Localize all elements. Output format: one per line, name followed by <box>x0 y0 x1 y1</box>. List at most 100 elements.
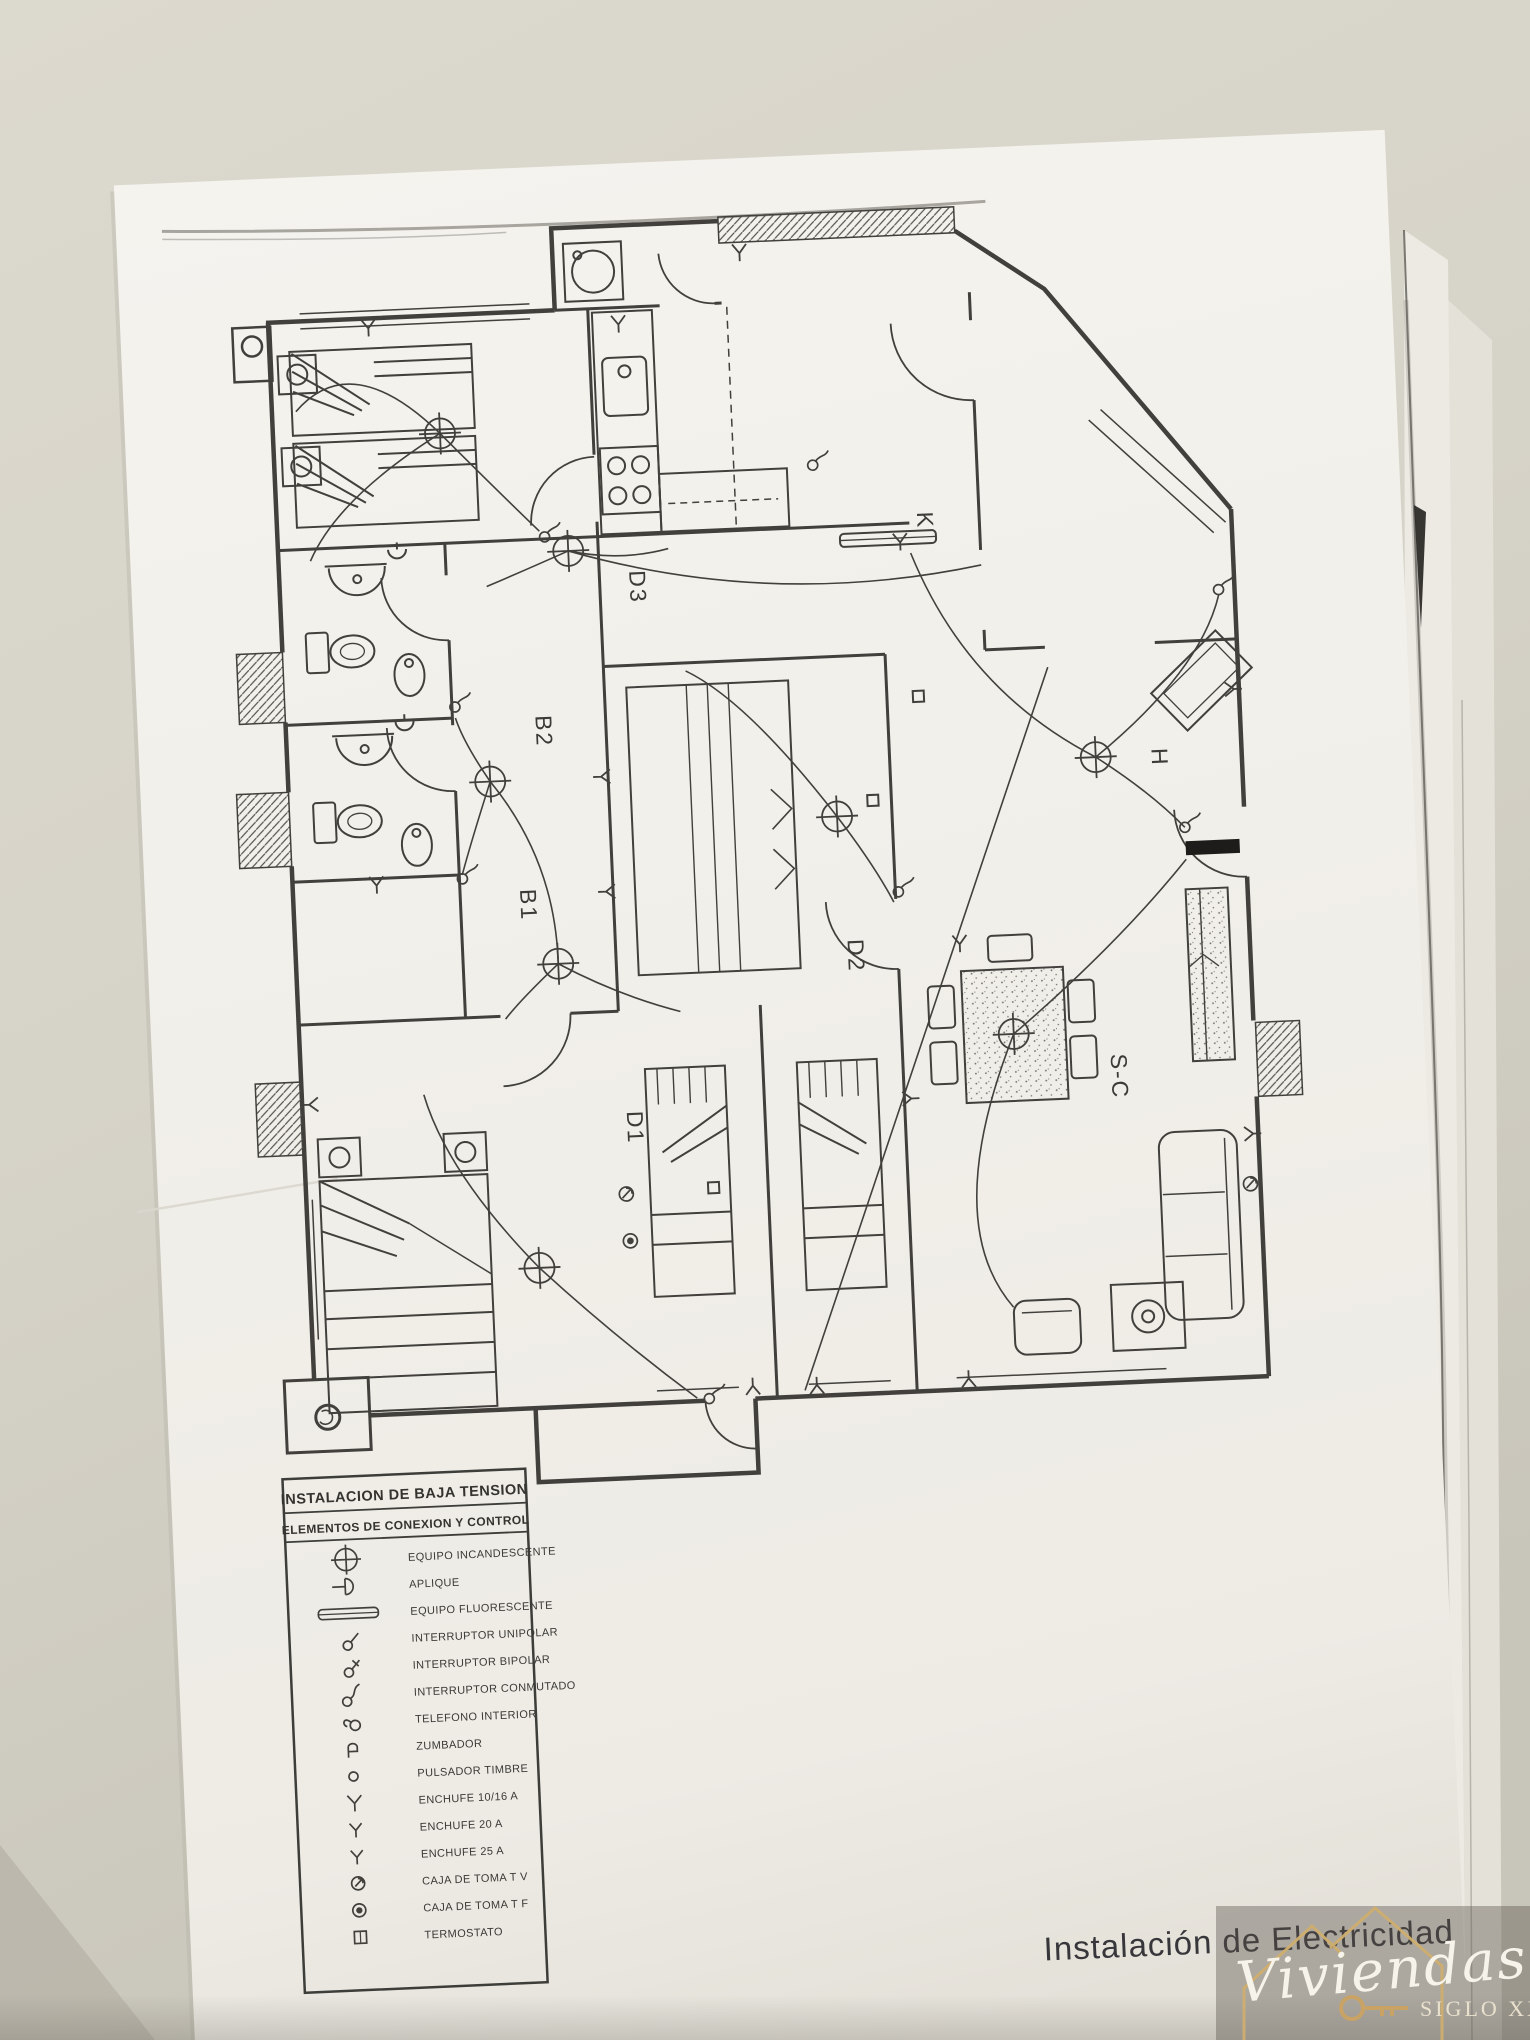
chair <box>1066 978 1097 1024</box>
sink-icon <box>601 355 650 417</box>
kitchen-furniture <box>590 306 938 548</box>
svg-text:ZUMBADOR: ZUMBADOR <box>416 1738 483 1753</box>
windows <box>299 303 1227 1392</box>
svg-text:TELEFONO INTERIOR: TELEFONO INTERIOR <box>415 1708 537 1725</box>
legend-symbol-tv-box-icon <box>350 1876 366 1891</box>
wiring-curves <box>295 383 1220 1399</box>
legend-row: APLIQUE <box>332 1577 460 1596</box>
hall-elements <box>706 628 1254 1195</box>
room-label-d1: D1 <box>622 1110 649 1145</box>
room-label-h: H <box>1146 747 1173 767</box>
svg-text:PULSADOR TIMBRE: PULSADOR TIMBRE <box>417 1763 528 1780</box>
room-label-b2: B2 <box>530 715 557 748</box>
svg-text:ENCHUFE 10/16 A: ENCHUFE 10/16 A <box>418 1790 518 1806</box>
legend-symbol-tf-box-icon <box>351 1902 367 1918</box>
thermostat-icon <box>911 689 926 704</box>
desk-shadow <box>0 1845 155 2040</box>
legend-symbol-buzzer-icon <box>347 1742 359 1758</box>
bed <box>643 1064 736 1298</box>
wall-light-icon <box>394 714 415 732</box>
legend-row: CAJA DE TOMA T F <box>351 1898 529 1918</box>
toilet-icon <box>312 801 338 845</box>
legend-symbol-doorbell-button-icon <box>348 1771 359 1782</box>
room-label-sc: S-C <box>1106 1053 1134 1100</box>
legend-row: TELEFONO INTERIOR <box>343 1708 537 1732</box>
corner-block <box>282 1375 373 1455</box>
svg-text:TERMOSTATO: TERMOSTATO <box>424 1926 503 1941</box>
sideboard <box>1184 886 1237 1063</box>
legend-symbol-thermostat-icon <box>353 1930 368 1945</box>
legend-symbol-switch-bipolar-icon <box>343 1659 361 1678</box>
fluorescent-fixture-icon <box>838 529 938 548</box>
nightstand <box>280 445 323 488</box>
tv-tf-outlets <box>618 1175 1259 1249</box>
wall-light-icon <box>387 542 407 560</box>
legend-symbol-interior-phone-icon <box>343 1719 362 1732</box>
legend-row: ENCHUFE 25 A <box>350 1845 505 1865</box>
chair <box>1069 1034 1099 1080</box>
bathroom-b1-fixtures <box>312 714 433 867</box>
watermark-key-icon <box>1339 1995 1408 2021</box>
room-label-b1: B1 <box>515 888 542 921</box>
laundry-terrace <box>561 240 625 303</box>
legend-symbol-socket-10-16-icon <box>346 1794 362 1812</box>
photocopy-mark <box>1414 505 1426 628</box>
radiator <box>254 1081 306 1158</box>
dining-table <box>959 965 1070 1105</box>
svg-text:CAJA DE TOMA T F: CAJA DE TOMA T F <box>423 1898 529 1915</box>
washbasin-icon <box>324 562 387 597</box>
svg-text:CAJA DE TOMA T V: CAJA DE TOMA T V <box>422 1871 529 1888</box>
legend-symbol-socket-25-icon <box>350 1849 364 1865</box>
radiator <box>235 651 287 726</box>
legend-symbol-incandescent-icon <box>330 1544 362 1575</box>
underlying-sheets <box>1403 229 1502 2040</box>
legend-symbol-socket-20-icon <box>348 1822 363 1838</box>
nightstand <box>316 1136 363 1179</box>
legend-row: TERMOSTATO <box>353 1926 503 1945</box>
room-label-d2: D2 <box>842 939 869 974</box>
tf-outlet-icon <box>622 1233 639 1249</box>
washbasin-icon <box>332 732 395 766</box>
bottom-shadow <box>0 1995 1530 2040</box>
nightstand <box>442 1131 489 1173</box>
svg-text:APLIQUE: APLIQUE <box>409 1577 460 1591</box>
bidet-icon <box>400 822 433 867</box>
radiator <box>1254 1019 1304 1098</box>
toilet-icon <box>304 631 331 675</box>
thermostat-icon <box>706 1180 721 1195</box>
legend-row: ENCHUFE 20 A <box>348 1818 504 1838</box>
chair <box>986 933 1034 963</box>
radiator <box>235 791 293 870</box>
bidet-icon <box>393 652 426 697</box>
room-label-d3: D3 <box>624 570 651 605</box>
legend-symbol-switch-unipolar-icon <box>342 1632 359 1651</box>
nightstand <box>276 353 319 396</box>
bathroom-b2-fixtures <box>304 542 426 697</box>
room-label-k: K <box>912 511 939 529</box>
kitchen-counter <box>590 309 663 536</box>
door-swings <box>380 253 1248 1450</box>
service-block <box>230 325 274 384</box>
floor-plan: D3 K H B2 B1 D2 D1 S-C <box>230 206 1304 1485</box>
hatched-walls <box>235 206 1304 1158</box>
armchair <box>1012 1297 1083 1356</box>
watermark: SIGLO XXI Viviendas <box>1216 1906 1530 2040</box>
sofa <box>1157 1129 1245 1321</box>
bedroom-d1-furniture <box>316 1064 736 1415</box>
legend-symbol-fluorescent-icon <box>317 1606 380 1621</box>
bed <box>318 1173 499 1415</box>
legend-row: ENCHUFE 10/16 A <box>346 1790 519 1812</box>
svg-text:ENCHUFE 25 A: ENCHUFE 25 A <box>421 1845 505 1861</box>
paper <box>113 129 1472 2040</box>
paper-sheet: D3 K H B2 B1 D2 D1 S-C INSTALACION DE BA… <box>110 129 1472 2040</box>
legend-row: PULSADOR TIMBRE <box>348 1763 529 1782</box>
room-labels: D3 K H B2 B1 D2 D1 S-C <box>515 511 1173 1145</box>
washing-machine-icon <box>561 240 625 303</box>
chair <box>929 1040 959 1086</box>
svg-text:INTERRUPTOR BIPOLAR: INTERRUPTOR BIPOLAR <box>412 1654 550 1672</box>
entry-mat <box>1185 838 1241 856</box>
svg-text:ENCHUFE 20 A: ENCHUFE 20 A <box>420 1818 504 1834</box>
watermark-house-icon <box>1242 1906 1444 2040</box>
